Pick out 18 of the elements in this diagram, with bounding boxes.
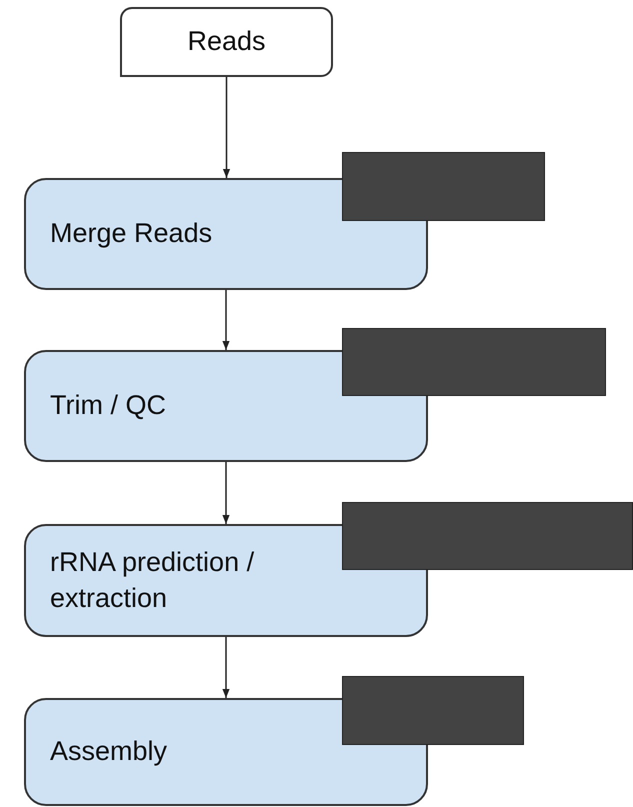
tool-label-box <box>342 502 633 570</box>
step-label: Trim / QC <box>50 389 166 422</box>
process-box <box>24 350 428 462</box>
tool-label-box <box>342 152 545 221</box>
arrow <box>222 290 230 350</box>
arrow <box>222 77 230 178</box>
tool-label-box <box>342 676 524 745</box>
input-box <box>120 7 333 77</box>
tool-label-box <box>342 328 606 396</box>
process-box <box>24 698 428 806</box>
arrow <box>222 462 230 524</box>
process-box <box>24 178 428 290</box>
arrow <box>222 637 230 698</box>
step-label: Assembly <box>50 735 168 768</box>
step-label: Merge Reads <box>50 217 212 250</box>
step-label: Reads <box>187 25 266 58</box>
process-box <box>24 524 428 637</box>
step-label: rRNA prediction / extraction <box>50 546 256 614</box>
